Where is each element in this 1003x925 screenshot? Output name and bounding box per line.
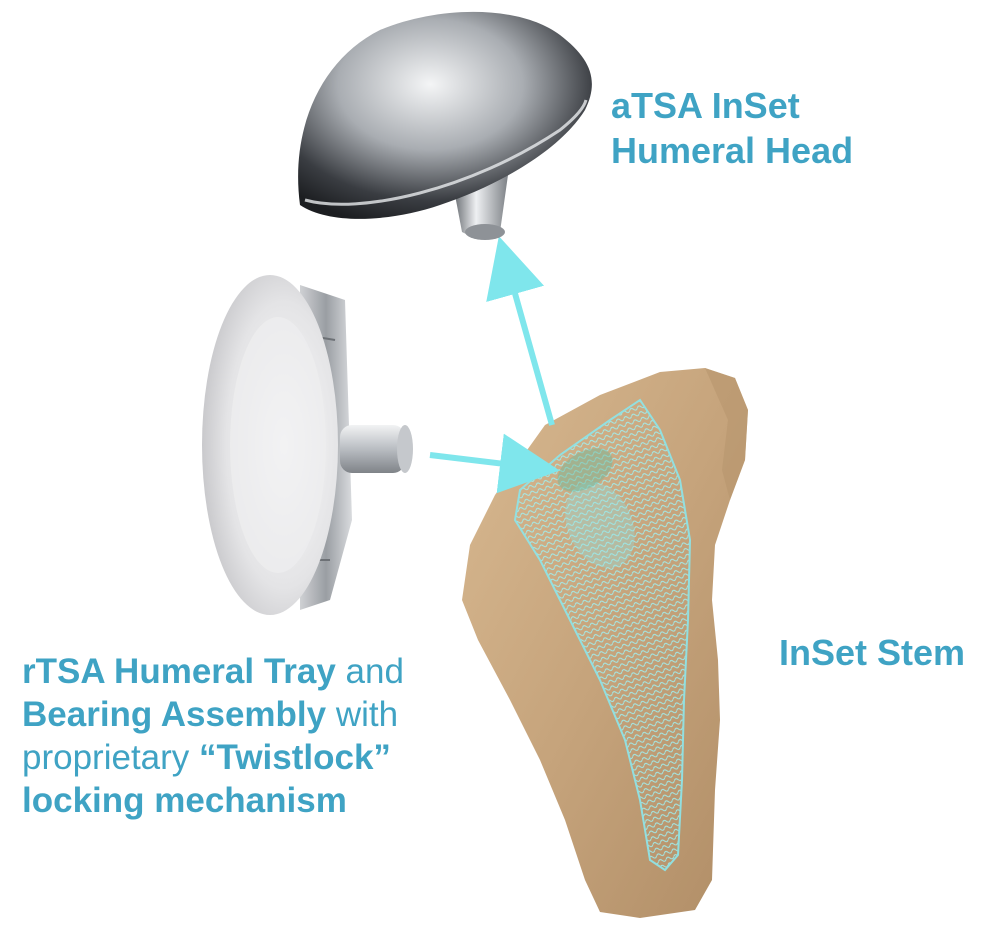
tray-label-l4-bold: locking mechanism (22, 781, 347, 820)
tray-label-line3: proprietary “Twistlock” (22, 736, 404, 779)
tray-label-l3-normal: proprietary (22, 738, 199, 777)
label-tray: rTSA Humeral Tray and Bearing Assembly w… (22, 650, 404, 822)
tray-label-line4: locking mechanism (22, 779, 404, 822)
label-inset-stem: InSet Stem (779, 632, 965, 673)
tray-label-l3-bold: “Twistlock” (199, 738, 391, 777)
humeral-head-implant (298, 12, 592, 240)
label-humeral-head: aTSA InSet Humeral Head (611, 85, 853, 171)
humeral-tray-implant (202, 275, 413, 615)
tray-label-l2-normal: with (326, 695, 398, 734)
tray-label-l1-normal: and (336, 652, 404, 691)
label-head-line2: Humeral Head (611, 130, 853, 171)
tray-label-line1: rTSA Humeral Tray and (22, 650, 404, 693)
arrow-to-head (507, 265, 552, 425)
label-head-line1: aTSA InSet (611, 85, 800, 126)
arrow-from-tray (430, 455, 530, 467)
tray-label-l2-bold: Bearing Assembly (22, 695, 326, 734)
tray-label-l1-bold: rTSA Humeral Tray (22, 652, 336, 691)
tray-label-line2: Bearing Assembly with (22, 693, 404, 736)
